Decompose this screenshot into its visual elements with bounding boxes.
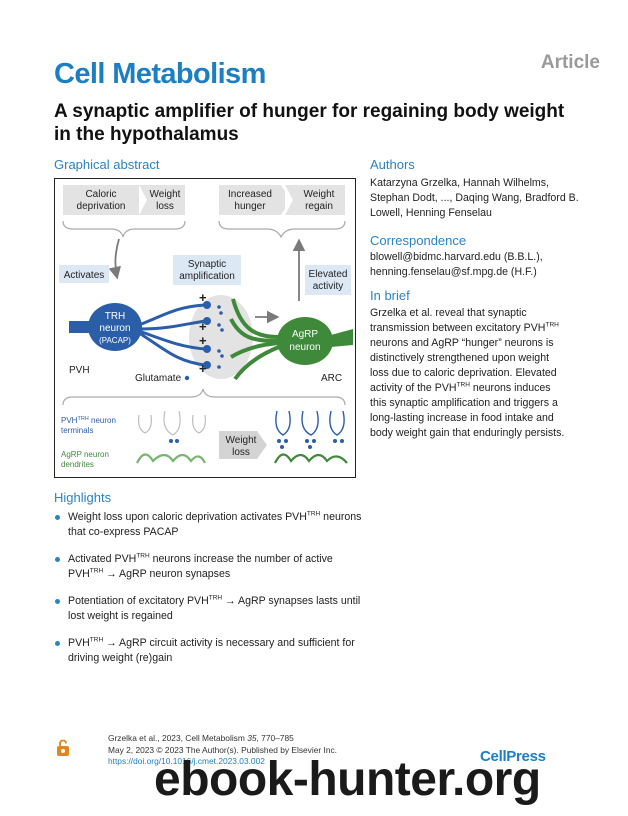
vesicles-after [277,439,344,449]
highlight-item: Activated PVHTRH neurons increase the nu… [54,552,364,582]
brace-right [218,220,346,239]
weight-loss-arrow [219,431,267,459]
dendrites-after [274,453,348,464]
email-fenselau[interactable]: henning.fenselau@sf.mpg.de (H.F.) [370,266,537,278]
terminals-before [138,410,206,436]
synapse-zone [189,295,253,379]
terminals-label: PVHTRH neuron terminals [61,416,118,435]
activates-label: Activates [64,270,105,281]
terminals-after [275,410,345,436]
arc-label: ARC [321,373,342,384]
increased-hunger-box [219,185,281,215]
correspondence-heading: Correspondence [370,233,467,248]
authors-heading: Authors [370,157,415,172]
trh-neuron-soma [88,303,142,351]
article-type-label: Article [540,52,600,73]
agrp-neuron-soma [277,317,333,365]
elevated-activity-box [305,265,351,295]
brace-left [62,220,186,238]
glutamate-vesicles [217,305,224,369]
trh-label-1: TRH [105,311,126,322]
agrp-dendrites [229,298,280,381]
correspondence-emails: blowell@bidmc.harvard.edu (B.B.L.), henn… [370,250,600,280]
open-access-icon [57,739,69,756]
pvh-label: PVH [69,365,90,376]
trh-axons [138,303,206,367]
agrp-label-1: AgRP [292,329,318,340]
dendrites-label: AgRP neuron dendrites [61,450,111,469]
in-brief-heading: In brief [370,288,410,303]
watermark-text: ebook-hunter.org [154,753,541,806]
in-brief-text: Grzelka et al. reveal that synaptic tran… [370,307,565,439]
citation-block: Grzelka et al., 2023, Cell Metabolism 35… [108,733,337,768]
brace-bottom [62,388,346,406]
agrp-axon-stub [331,329,353,347]
citation-line: Grzelka et al., 2023, Cell Metabolism 35… [108,733,294,743]
bullet-icon [55,515,60,520]
copyright-line: May 2, 2023 © 2023 The Author(s). Publis… [108,744,338,755]
doi-link[interactable]: https://doi.org/10.1016/j.cmet.2023.03.0… [108,756,265,766]
trh-label-pacap: (PACAP) [99,336,131,345]
trh-terminals [203,301,211,369]
authors-list: Katarzyna Grzelka, Hannah Wilhelms, Step… [370,177,579,219]
glutamate-dot [184,375,190,381]
plus-sign-1: + [199,290,207,305]
agrp-label-2: neuron [289,342,320,353]
synaptic-amplification-box [173,255,241,285]
glutamate-label: Glutamate [135,373,182,384]
plus-sign-3: + [199,333,207,348]
vesicles-before [169,439,179,443]
bullet-icon [55,599,60,604]
highlights-heading: Highlights [54,490,112,505]
arrow-activates [108,238,121,280]
weight-regain-box [285,185,345,215]
highlight-item: Weight loss upon caloric deprivation act… [54,510,364,540]
graphical-abstract-heading: Graphical abstract [54,157,160,172]
plus-sign-4: + [199,361,207,376]
trh-label-2: neuron [99,323,130,334]
activates-box [59,265,109,283]
bullet-icon [55,641,60,646]
caloric-deprivation-box [63,185,139,215]
article-title: A synaptic amplifier of hunger for regai… [54,101,565,145]
journal-name: Cell Metabolism [54,58,266,90]
highlight-item: PVHTRH → AgRP circuit activity is necess… [54,636,364,666]
highlights-list: Weight loss upon caloric deprivation act… [54,510,364,678]
dendrites-before [136,453,206,464]
plus-sign-2: + [199,319,207,334]
bullet-icon [55,557,60,562]
highlight-item: Potentiation of excitatory PVHTRH → AgRP… [54,594,364,624]
cellpress-logo: CellPress [480,748,546,765]
email-lowell[interactable]: blowell@bidmc.harvard.edu (B.B.L.), [370,251,543,263]
